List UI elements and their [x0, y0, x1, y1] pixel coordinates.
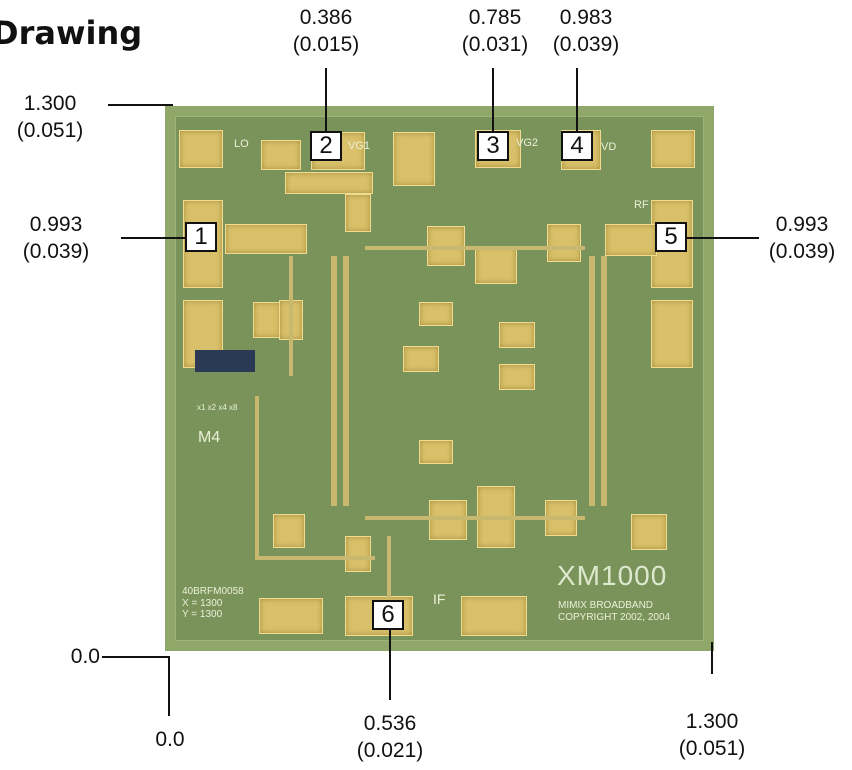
leader-bottom-origin	[168, 656, 170, 716]
pad-lower-left	[273, 514, 305, 548]
trace-bottom-horizontal	[365, 516, 585, 520]
trace-left-loop-bottom	[255, 556, 375, 560]
pad-vg1-bar	[285, 172, 373, 194]
pad-center-2	[499, 322, 535, 348]
dim-top-4: 0.983 (0.039)	[540, 4, 632, 58]
dim-top-2-in: (0.015)	[292, 33, 360, 56]
pad-lower-far-right	[631, 514, 667, 550]
dim-top-3-in: (0.031)	[461, 33, 529, 56]
alignment-grid	[195, 350, 255, 372]
dim-top-2-mm: 0.386	[299, 6, 353, 29]
pad-top-right	[651, 130, 695, 168]
label-company: MIMIX BROADBAND	[558, 600, 654, 611]
pad-lower-center	[429, 500, 467, 540]
dim-bottom-origin: 0.0	[140, 726, 200, 753]
pad-cap-2	[253, 302, 281, 338]
pad-center-top-r	[475, 246, 517, 284]
dim-left-1: 0.993 (0.039)	[10, 211, 102, 265]
label-copyright: COPYRIGHT 2002, 2004	[558, 612, 671, 623]
trace-if-feed	[387, 536, 391, 598]
pad-cap-r1	[547, 224, 581, 262]
label-if: IF	[433, 591, 446, 607]
leader-4	[576, 68, 578, 131]
dim-left-1-in: (0.039)	[22, 240, 90, 263]
pad-top-left	[179, 130, 223, 168]
pad-vg2-left	[393, 132, 435, 186]
pad-small-top	[261, 140, 301, 170]
dim-bottom-right: 1.300 (0.051)	[666, 708, 758, 762]
pad-bottom-1	[259, 598, 323, 634]
dim-left-origin-mm: 0.0	[70, 645, 100, 668]
pad-center-3	[403, 346, 439, 372]
leader-left-origin	[102, 656, 168, 658]
leader-6	[389, 630, 391, 700]
dim-bottom-6-in: (0.021)	[356, 739, 424, 762]
pad-number-5: 5	[655, 222, 687, 252]
leader-3	[492, 68, 494, 131]
trace-left-vertical	[331, 256, 337, 506]
dim-right-5: 0.993 (0.039)	[756, 211, 848, 265]
dim-top-3: 0.785 (0.031)	[449, 4, 541, 58]
label-lo: LO	[234, 138, 249, 150]
logo-xm1000: XM1000	[557, 560, 668, 591]
pad-center-5	[419, 440, 453, 464]
pad-center-1	[419, 302, 453, 326]
leader-5	[687, 237, 759, 239]
chip-die	[165, 106, 714, 651]
dim-bottom-origin-mm: 0.0	[155, 728, 185, 751]
dim-top-4-in: (0.039)	[552, 33, 620, 56]
pad-right-lower	[651, 300, 693, 368]
dim-bottom-right-in: (0.051)	[678, 737, 746, 760]
trace-right-vertical-2	[601, 256, 607, 506]
dim-right-5-in: (0.039)	[768, 240, 836, 263]
leader-left-top	[108, 104, 173, 106]
dim-left-top-in: (0.051)	[16, 119, 84, 142]
pad-number-3: 3	[477, 131, 509, 161]
leader-bottom-right	[711, 642, 713, 674]
pad-number-1: 1	[185, 222, 217, 252]
pad-number-4: 4	[561, 131, 593, 161]
leader-2	[325, 68, 327, 131]
label-vd: VD	[601, 141, 617, 153]
leader-1	[121, 237, 185, 239]
pad-center-4	[499, 364, 535, 390]
dim-left-1-mm: 0.993	[29, 213, 83, 236]
label-vg1: VG1	[348, 140, 371, 152]
pad-bottom-3	[461, 596, 527, 636]
chip-die-core	[175, 116, 704, 641]
label-x: X = 1300	[182, 598, 223, 609]
trace-lo-down	[289, 256, 293, 376]
dim-right-5-mm: 0.993	[775, 213, 829, 236]
dim-top-2: 0.386 (0.015)	[280, 4, 372, 58]
dim-top-3-mm: 0.785	[468, 6, 522, 29]
pad-cap-1	[345, 194, 371, 232]
trace-left-loop	[255, 396, 259, 556]
label-vg2: VG2	[516, 137, 539, 149]
label-part: 40BRFM0058	[182, 586, 244, 597]
pad-number-2: 2	[310, 131, 342, 161]
trace-right-vertical	[589, 256, 595, 506]
dim-bottom-6-mm: 0.536	[363, 712, 417, 735]
label-rf: RF	[634, 199, 649, 211]
pad-number-6: 6	[372, 600, 404, 630]
pad-rf-line	[605, 224, 657, 256]
pad-cap-4	[345, 536, 371, 572]
label-grid-axis: x1 x2 x4 x8	[197, 403, 238, 412]
dim-left-top: 1.300 (0.051)	[4, 90, 96, 144]
label-y: Y = 1300	[182, 609, 223, 620]
dim-bottom-right-mm: 1.300	[685, 710, 739, 733]
pad-lo-line	[225, 224, 307, 254]
dim-bottom-6: 0.536 (0.021)	[344, 710, 436, 764]
dim-left-origin: 0.0	[40, 643, 100, 670]
dim-left-top-mm: 1.300	[23, 92, 77, 115]
dim-top-4-mm: 0.983	[559, 6, 613, 29]
drawing-title: Drawing	[0, 14, 143, 52]
trace-top-horizontal	[365, 246, 585, 250]
label-m4: M4	[198, 429, 221, 446]
trace-left-vertical-2	[343, 256, 349, 506]
